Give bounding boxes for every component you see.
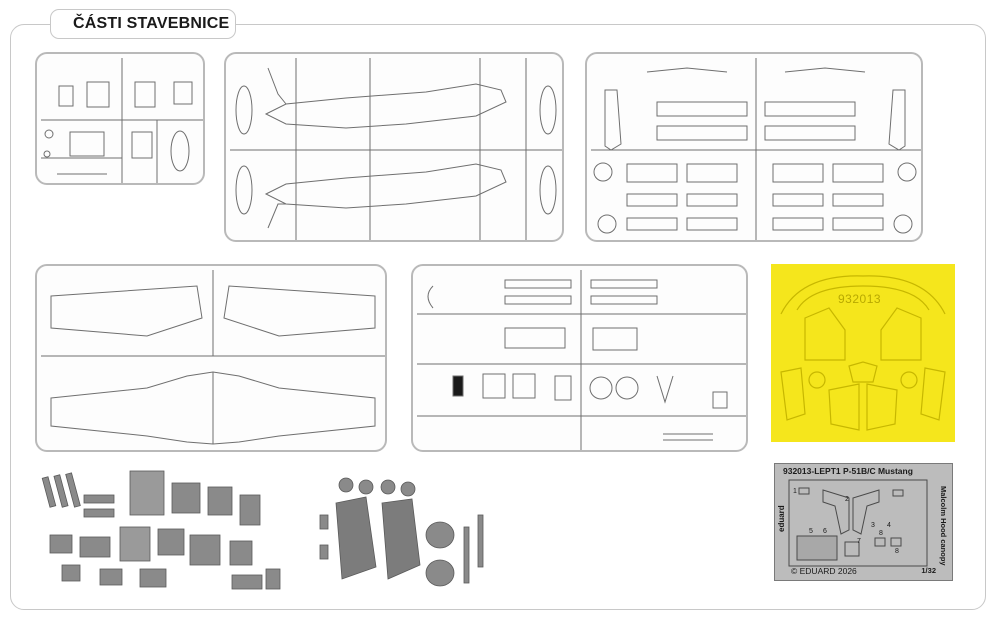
pe-part-number: 6 — [823, 528, 827, 535]
pe-part-number: 7 — [857, 538, 861, 545]
pe-fret-copyright: © EDUARD 2026 — [791, 566, 857, 576]
sprue-small-parts — [35, 52, 205, 185]
sprue-wings-drawing — [41, 270, 385, 445]
section-title: ČÁSTI STAVEBNICE — [50, 9, 236, 39]
pe-part-number: 1 — [793, 488, 797, 495]
sprue-small-parts-drawing — [41, 58, 203, 183]
canopy-mask-sheet: 932013 — [771, 264, 955, 442]
sprue-fuselage — [224, 52, 564, 242]
pe-fret-scale: 1/32 — [921, 566, 936, 575]
pe-part-number: 2 — [845, 496, 849, 503]
sprue-fuselage-drawing — [230, 58, 562, 240]
sprue-control-surfaces-drawing — [591, 58, 921, 240]
pe-fret-title: 932013-LEPT1 P-51B/C Mustang — [783, 466, 913, 476]
pe-fret-side-text: Malcolm Hood canopy — [939, 486, 948, 566]
mask-sheet-label: 932013 — [838, 292, 882, 306]
resin-cockpit-parts-drawing — [41, 470, 281, 590]
pe-part-number: 8 — [879, 530, 883, 537]
sprue-wings — [35, 264, 387, 452]
pe-part-number: 5 — [809, 528, 813, 535]
mask-sheet-drawing — [780, 275, 946, 431]
sprue-detail-parts-drawing — [417, 270, 746, 450]
pe-part-number: 3 — [871, 522, 875, 529]
resin-wheel-well-parts — [316, 475, 496, 587]
resin-wheel-well-parts-drawing — [319, 477, 484, 587]
pe-part-number: 4 — [887, 522, 891, 529]
pe-part-number: 8 — [895, 548, 899, 555]
resin-cockpit-parts — [40, 465, 285, 595]
sprue-control-surfaces — [585, 52, 923, 242]
pe-fret-drawing — [788, 479, 928, 567]
content-frame — [10, 24, 986, 610]
sprue-detail-parts — [411, 264, 748, 452]
photoetch-fret: 932013-LEPT1 P-51B/C Mustang eduard Malc… — [774, 463, 953, 581]
